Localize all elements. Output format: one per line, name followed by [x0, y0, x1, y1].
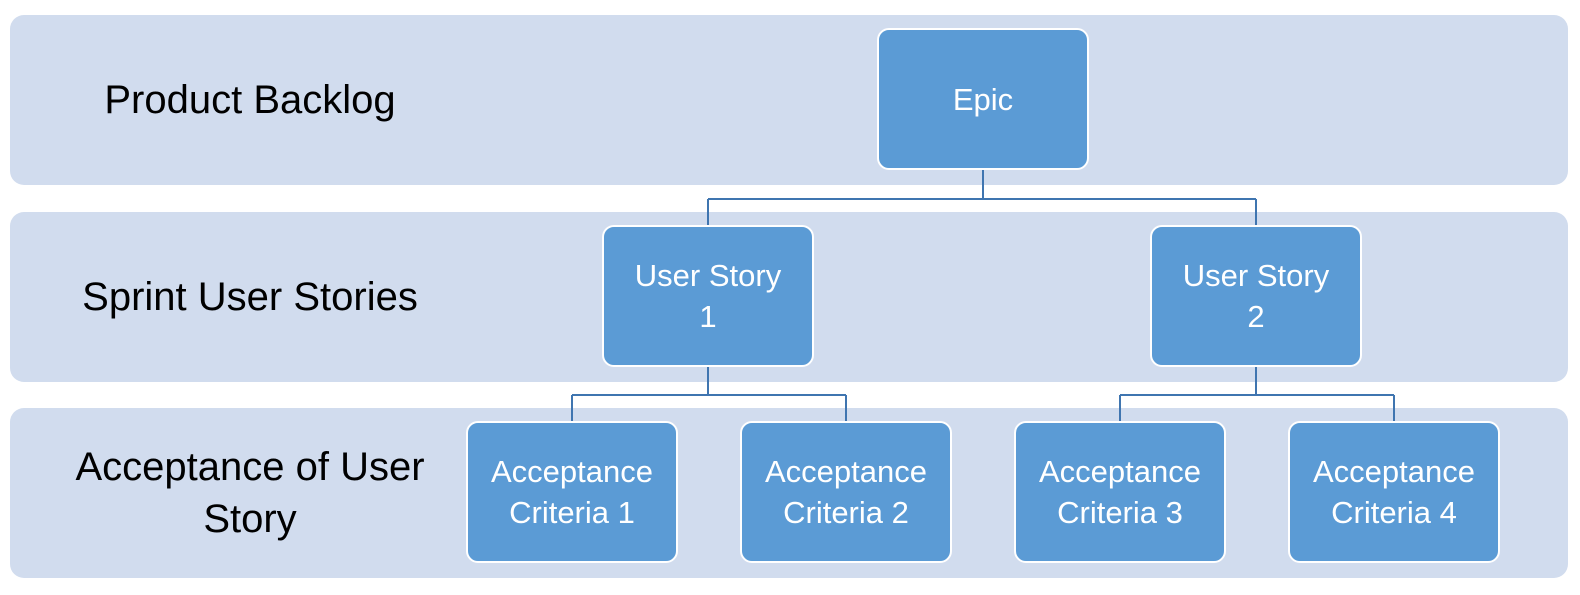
level-label-product-backlog: Product Backlog [104, 78, 396, 122]
level-band-product-backlog: Product Backlog [10, 15, 1568, 185]
acceptance-criteria-3-node[interactable]: Acceptance Criteria 3 [1014, 421, 1226, 563]
user-story-1-node[interactable]: User Story 1 [602, 225, 814, 367]
acceptance-criteria-1-node[interactable]: Acceptance Criteria 1 [466, 421, 678, 563]
user-story-2-node[interactable]: User Story 2 [1150, 225, 1362, 367]
connector-story2-to-criteria [1119, 367, 1395, 423]
level-label-sprint-user-stories: Sprint User Stories [82, 275, 418, 319]
level-label-acceptance: Acceptance of User Story [75, 445, 425, 541]
epic-node[interactable]: Epic [877, 28, 1089, 170]
connector-story1-to-criteria [571, 367, 847, 423]
acceptance-criteria-2-node[interactable]: Acceptance Criteria 2 [740, 421, 952, 563]
acceptance-criteria-4-node[interactable]: Acceptance Criteria 4 [1288, 421, 1500, 563]
connector-epic-to-stories [707, 170, 1257, 227]
